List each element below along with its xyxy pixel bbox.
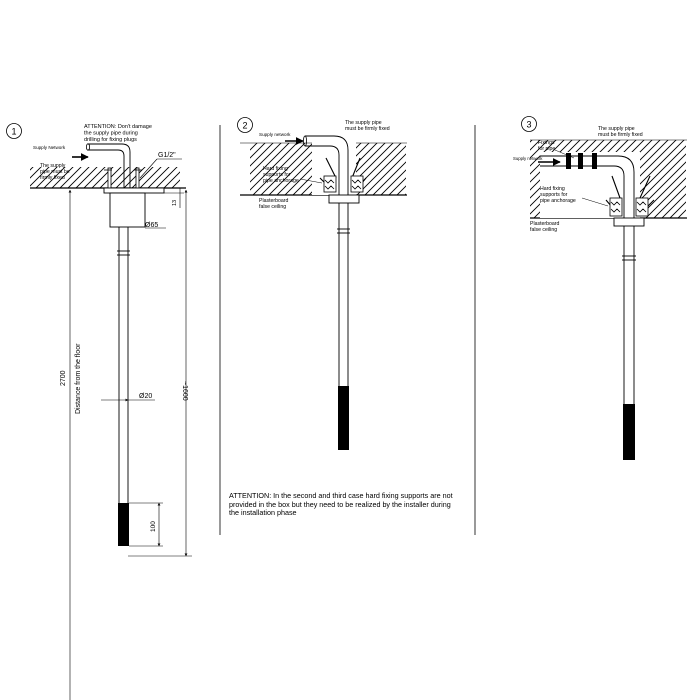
supply-network-label: Supply network — [513, 156, 543, 161]
pipe-end-cap — [86, 143, 91, 151]
fixing-zigzag — [610, 201, 647, 213]
pipe-fixed-label: The supply pipe must be firmly fixed — [345, 120, 390, 132]
step-number: 3 — [526, 120, 531, 130]
hard-fixing-leader — [299, 178, 323, 184]
pipe-end-knurl — [118, 503, 129, 546]
dim-1600: ~1600 — [181, 381, 188, 401]
step-number-circle — [521, 116, 537, 132]
plasterboard-label: Plasterboard false ceiling — [530, 221, 561, 233]
ceiling-hatch — [30, 167, 180, 188]
pipe-fixed-label: The supply pipe must be firmly fixed — [598, 126, 643, 138]
hard-fixing-label: Hard fixing supports for pipe anchorage — [263, 166, 299, 184]
fixing-bracket — [323, 175, 337, 193]
supply-elbow-pipe — [540, 155, 635, 218]
dim-20: Ø20 — [139, 393, 152, 400]
step-number-circle — [237, 117, 253, 133]
ceiling-flange — [103, 187, 165, 194]
flange-body — [109, 192, 146, 228]
attention-label: ATTENTION: Don't damage the supply pipe … — [84, 124, 153, 143]
hard-fixing-leader — [581, 197, 609, 207]
pipe-clamp — [566, 153, 571, 169]
step-3-diagram: 3 Fixings for pipe Supply network — [513, 116, 687, 460]
pipe-clamp — [592, 153, 597, 169]
supply-network-label: Supply Network — [33, 145, 66, 150]
supply-network-label: Supply network — [259, 132, 291, 137]
thread-label: G1/2" — [158, 152, 176, 159]
fixings-leader — [554, 149, 575, 159]
ceiling-flange — [613, 217, 645, 227]
plasterboard-label: Plasterboard false ceiling — [259, 198, 290, 210]
fixing-plug — [107, 167, 112, 191]
hard-fixing-support — [605, 175, 655, 215]
step-number: 1 — [11, 127, 16, 137]
fixing-bracket — [350, 175, 364, 193]
dim-100: 100 — [150, 521, 157, 532]
hard-fixing-label: Hard fixing supports for pipe anchorage — [540, 186, 576, 204]
fixing-bracket — [609, 197, 623, 217]
step-1-diagram: 1 Supply Network The supply pipe must be… — [6, 123, 192, 700]
pipe-end-knurl — [623, 404, 635, 460]
pipe-fixed-label: The supply pipe must be firmly fixed — [40, 163, 71, 181]
step-2-diagram: 2 Supply network The supply pipe must be… — [237, 117, 407, 450]
supply-elbow-pipe — [305, 135, 349, 196]
fixings-label: Fixings for pipe — [538, 140, 556, 152]
thread-leader — [139, 158, 158, 179]
distance-label: Distance from the floor — [75, 343, 82, 414]
pipe-end-knurl — [338, 386, 349, 450]
pipe-clamp — [578, 153, 583, 169]
fixing-zigzag — [324, 179, 362, 190]
supply-elbow-pipe — [88, 143, 131, 190]
dim-13: 13 — [172, 200, 178, 206]
fixing-bracket — [635, 197, 649, 217]
installer-note: ATTENTION: In the second and third case … — [229, 491, 453, 518]
dim-65: Ø65 — [145, 222, 158, 229]
step-number-circle — [6, 123, 22, 139]
dim-2700: 2700 — [60, 370, 67, 386]
fixing-plug — [135, 167, 140, 191]
ceiling-flange — [328, 194, 360, 204]
step-number: 2 — [242, 121, 247, 131]
hard-fixing-support — [319, 157, 367, 191]
